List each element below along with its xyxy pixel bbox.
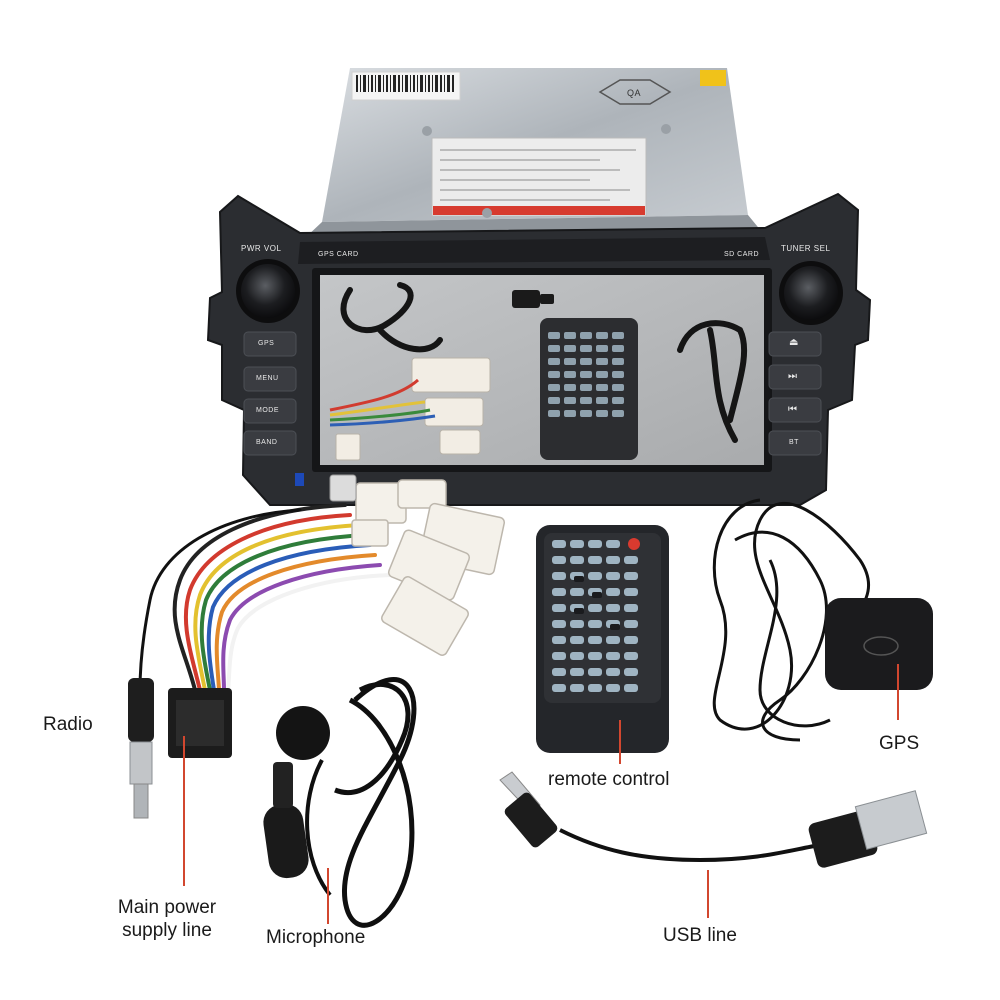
menu-button[interactable]: MENU [256,375,279,382]
gps-label: GPS [879,733,920,754]
sd-card-slot-label: SD CARD [724,251,760,258]
microphone-label: Microphone [266,927,366,948]
previous-track-button[interactable]: ⏮ [788,404,798,415]
power-connector [168,688,232,758]
remote-pointer [619,720,621,764]
radio-antenna-plug [128,678,154,819]
tuner-select-label: TUNER SEL [781,244,831,253]
wiring-harness [138,503,392,692]
chassis-badge: QA [627,88,642,98]
gps-antenna-device [712,498,933,742]
microphone-pointer [327,868,329,924]
unit-chassis [305,68,762,238]
eject-button[interactable]: ⏏ [789,337,799,348]
usb-pointer [707,870,709,918]
head-unit [206,192,872,506]
power-volume-label: PWR VOL [241,244,282,253]
microphone-device [263,677,417,928]
gps-button[interactable]: GPS [258,340,275,347]
remote-device [536,525,669,753]
main-power-label: Main power supply line [117,897,217,941]
bluetooth-button[interactable]: BT [789,439,799,446]
usb-line-label: USB line [663,925,737,946]
mode-button[interactable]: MODE [256,407,279,414]
gps-pointer [897,664,899,720]
next-track-button[interactable]: ⏭ [788,371,798,382]
radio-label: Radio [43,714,93,735]
connector-plugs [351,479,506,656]
gps-card-slot-label: GPS CARD [318,251,359,258]
usb-cable-device [499,771,928,868]
band-button[interactable]: BAND [256,439,278,446]
main-power-pointer [183,736,185,886]
remote-control-label: remote control [548,769,670,790]
